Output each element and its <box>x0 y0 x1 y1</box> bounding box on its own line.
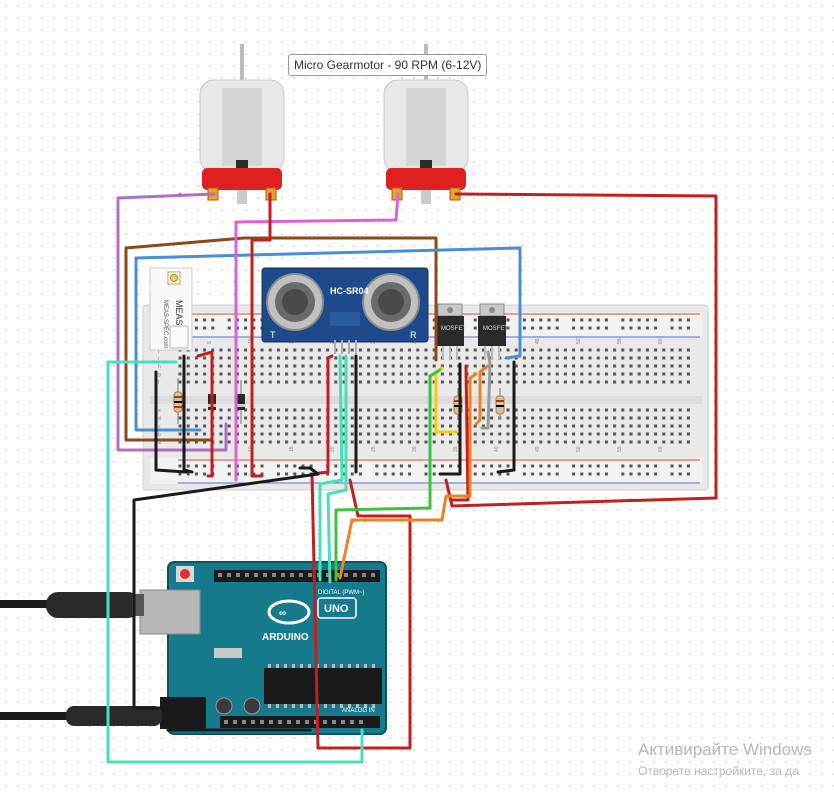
sensor-board[interactable]: MEAS MEAS-SPEC.com <box>149 267 193 351</box>
wire-brown[interactable] <box>242 236 438 362</box>
svg-text:55: 55 <box>617 446 623 452</box>
diode-right[interactable] <box>237 380 245 424</box>
usb-cable <box>0 592 144 618</box>
svg-text:50: 50 <box>576 338 582 344</box>
svg-text:h: h <box>158 364 161 370</box>
wire-purple[interactable] <box>116 192 228 452</box>
svg-text:40: 40 <box>494 446 500 452</box>
component-tooltip: Micro Gearmotor - 90 RPM (6-12V) <box>288 54 488 76</box>
wire-black[interactable] <box>154 370 188 474</box>
svg-text:i: i <box>158 356 159 362</box>
wire-black[interactable] <box>438 362 462 476</box>
ultrasonic-pin-t: T <box>270 330 276 340</box>
ultrasonic-pin-r: R <box>410 330 417 340</box>
arduino-brand: ARDUINO <box>262 632 309 643</box>
watermark-line2: Отворете настройките, за да <box>638 764 799 778</box>
mosfet-right[interactable]: MOSFET <box>478 303 508 360</box>
mosfet-left[interactable]: MOSFET <box>436 303 466 360</box>
power-cable <box>0 706 162 726</box>
svg-text:5: 5 <box>207 341 213 344</box>
wire-teal[interactable] <box>326 354 348 584</box>
ultrasonic-sensor[interactable]: HC-SR04 T R <box>261 267 429 354</box>
sensor-url: MEAS-SPEC.com <box>162 300 168 348</box>
svg-text:a: a <box>158 440 161 446</box>
svg-text:j: j <box>157 348 159 354</box>
svg-text:60: 60 <box>658 446 664 452</box>
wire-teal[interactable] <box>106 360 364 764</box>
svg-text:e: e <box>158 408 161 414</box>
svg-text:45: 45 <box>535 446 541 452</box>
wire-black[interactable] <box>182 354 194 474</box>
wire-red[interactable] <box>310 354 412 750</box>
svg-text:b: b <box>158 432 161 438</box>
wire-black[interactable] <box>132 466 320 710</box>
wire-black[interactable] <box>496 360 516 474</box>
svg-text:50: 50 <box>576 446 582 452</box>
wire-orange[interactable] <box>338 372 478 580</box>
sensor-brand: MEAS <box>174 300 184 326</box>
ultrasonic-model: HC-SR04 <box>330 286 369 296</box>
mosfet-left-label: MOSFET <box>441 326 466 332</box>
arduino-analog-label: ANALOG IN <box>342 708 375 714</box>
resistor-left[interactable] <box>173 378 183 424</box>
wire-pink[interactable] <box>234 192 400 482</box>
svg-text:20: 20 <box>330 446 336 452</box>
arduino-uno[interactable]: ∞ ARDUINO UNO DIGITAL (PWM~) ANALOG IN <box>139 561 387 735</box>
wire-blue[interactable] <box>134 246 522 360</box>
arduino-model: UNO <box>324 603 349 615</box>
motor-right[interactable] <box>383 44 469 204</box>
wire-orange[interactable] <box>474 364 490 426</box>
wire-gray[interactable] <box>480 350 492 430</box>
wire-red[interactable] <box>450 364 470 502</box>
mosfet-right-label: MOSFET <box>483 326 508 332</box>
svg-text:c: c <box>158 424 161 430</box>
wire-red[interactable] <box>250 192 272 478</box>
windows-activation-watermark: Активирайте Windows Отворете настройките… <box>638 740 812 778</box>
wire-blue[interactable] <box>134 256 202 432</box>
motor-left[interactable] <box>199 44 285 204</box>
wires[interactable] <box>106 192 718 764</box>
svg-text:35: 35 <box>453 446 459 452</box>
svg-text:∞: ∞ <box>279 608 286 619</box>
wire-green[interactable] <box>334 368 442 582</box>
svg-text:g: g <box>158 372 161 378</box>
arduino-digital-label: DIGITAL (PWM~) <box>318 590 365 596</box>
watermark-line1: Активирайте Windows <box>638 740 812 759</box>
wire-teal[interactable] <box>318 354 344 582</box>
svg-text:60: 60 <box>658 338 664 344</box>
svg-text:30: 30 <box>412 446 418 452</box>
svg-text:45: 45 <box>535 338 541 344</box>
svg-text:25: 25 <box>371 446 377 452</box>
svg-text:15: 15 <box>289 446 295 452</box>
resistor-right[interactable] <box>495 388 505 420</box>
breadboard[interactable]: 1155101015152020252530303535404045455050… <box>142 304 709 491</box>
svg-text:d: d <box>158 416 161 422</box>
svg-text:55: 55 <box>617 338 623 344</box>
svg-text:f: f <box>158 380 160 386</box>
wire-red[interactable] <box>196 350 214 478</box>
